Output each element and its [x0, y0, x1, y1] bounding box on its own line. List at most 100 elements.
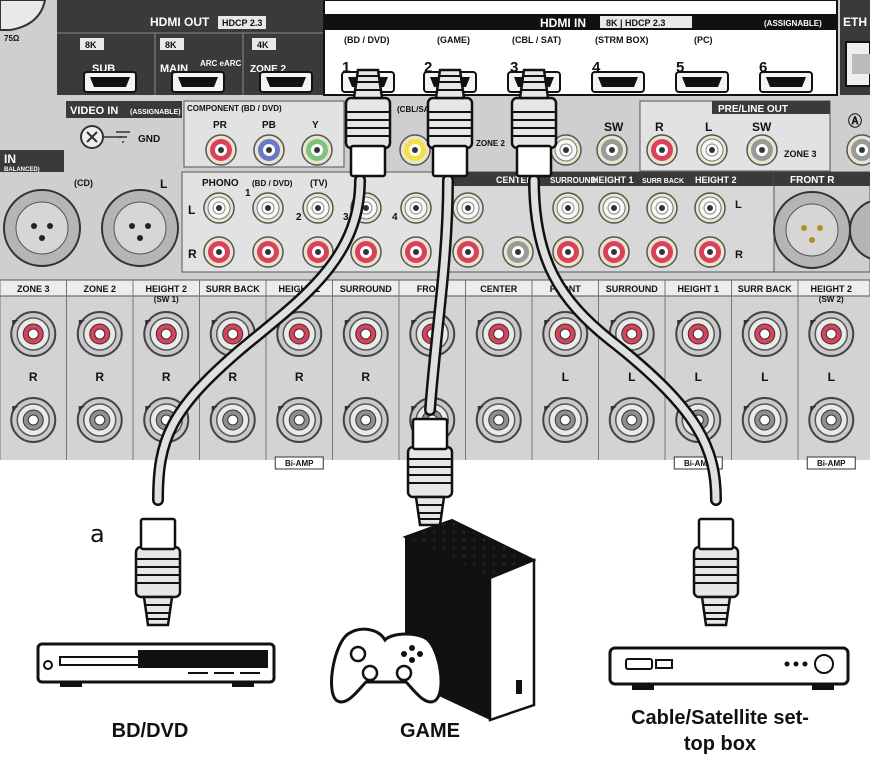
zone2b-label: ZONE 2 — [476, 139, 505, 148]
bd-dvd-player-icon — [38, 644, 274, 687]
analog-in-block: PHONO (BD / DVD) (TV) 1 2 3 4 L R — [182, 172, 444, 272]
analog-1-l-jack[interactable] — [253, 193, 283, 223]
caption-bd-dvd: BD/DVD — [60, 718, 240, 744]
analog-1-r-jack[interactable] — [253, 237, 283, 267]
speaker-terminal-minus-0[interactable] — [11, 398, 55, 442]
pre-fl-jack[interactable] — [453, 193, 483, 223]
composite-jack[interactable] — [400, 135, 430, 165]
in4-name: (STRM BOX) — [595, 35, 649, 45]
video-in-assignable: (ASSIGNABLE) — [130, 109, 181, 116]
cable-marker-a: a — [90, 520, 105, 548]
hdmi-in-5-port[interactable] — [676, 72, 728, 92]
hdmi-out-badge: HDCP 2.3 — [222, 18, 262, 28]
speaker-terminal-plus-2[interactable] — [144, 312, 188, 356]
speaker-terminal-minus-9[interactable] — [610, 398, 654, 442]
hdmi-out-title: HDMI OUT — [150, 15, 210, 29]
analog-2-l-jack[interactable] — [303, 193, 333, 223]
speaker-header-12: HEIGHT 2 — [810, 284, 852, 294]
pre-surrback-label: SURR BACK — [642, 178, 684, 185]
pre-h2r-jack[interactable] — [695, 237, 725, 267]
extra-jack[interactable] — [847, 135, 870, 165]
speaker-side-label-9: L — [628, 370, 635, 384]
speaker-terminal-minus-8[interactable] — [543, 398, 587, 442]
pre-h1r-jack[interactable] — [599, 237, 629, 267]
y-label: Y — [312, 120, 319, 131]
zone3-l-jack[interactable] — [697, 135, 727, 165]
hdmi-in-4-port[interactable] — [592, 72, 644, 92]
pb-label: PB — [262, 120, 276, 131]
speaker-terminal-plus-1[interactable] — [78, 312, 122, 356]
component-pb-jack[interactable] — [254, 135, 284, 165]
speaker-terminal-minus-11[interactable] — [743, 398, 787, 442]
analog-4-label: 4 — [392, 212, 398, 223]
phono-r-jack[interactable] — [204, 237, 234, 267]
biamp-label-4: Bi-AMP — [285, 459, 314, 468]
speaker-terminal-minus-5[interactable] — [344, 398, 388, 442]
in2-name: (GAME) — [437, 35, 470, 45]
speaker-side-label-2: R — [162, 370, 171, 384]
component-title: COMPONENT (BD / DVD) — [187, 104, 282, 113]
hdmi-in-assignable: (ASSIGNABLE) — [764, 19, 822, 28]
sw-label-1: SW — [604, 120, 624, 134]
in1-name: (BD / DVD) — [344, 35, 390, 45]
zone3-sw-jack[interactable] — [747, 135, 777, 165]
speaker-header-9: SURROUND — [606, 284, 659, 294]
speaker-subheader-2: (SW 1) — [154, 295, 179, 304]
speaker-terminal-minus-4[interactable] — [277, 398, 321, 442]
speaker-subheader-12: (SW 2) — [819, 295, 844, 304]
hdmi-in-6-port[interactable] — [760, 72, 812, 92]
speaker-header-5: SURROUND — [340, 284, 393, 294]
speaker-terminal-minus-3[interactable] — [211, 398, 255, 442]
analog-4-r-jack[interactable] — [401, 237, 431, 267]
analog-3-r-jack[interactable] — [351, 237, 381, 267]
speaker-terminal-plus-7[interactable] — [477, 312, 521, 356]
speaker-header-0: ZONE 3 — [17, 284, 50, 294]
pre-out-row: CENTER SURROUND HEIGHT 1 SURR BACK HEIGH… — [444, 172, 870, 272]
speaker-side-label-0: R — [29, 370, 38, 384]
speaker-terminal-plus-0[interactable] — [11, 312, 55, 356]
ohm-label: 75Ω — [4, 34, 20, 43]
analog-2-label: 2 — [296, 212, 302, 223]
speaker-terminal-plus-12[interactable] — [809, 312, 853, 356]
phono-r-label: R — [188, 247, 197, 261]
front-r-label: FRONT R — [790, 175, 835, 186]
main-tag: 8K — [165, 40, 177, 50]
pre-height1-label: HEIGHT 1 — [592, 175, 634, 185]
speaker-header-3: SURR BACK — [206, 284, 261, 294]
hdmi-out-main-port[interactable] — [172, 72, 224, 92]
component-pr-jack[interactable] — [206, 135, 236, 165]
pre-h2l-jack[interactable] — [695, 193, 725, 223]
pre-sbr-jack[interactable] — [647, 237, 677, 267]
speaker-terminal-plus-10[interactable] — [676, 312, 720, 356]
speaker-side-label-12: L — [828, 370, 835, 384]
speaker-side-label-8: L — [562, 370, 569, 384]
pre-sr-jack[interactable] — [553, 237, 583, 267]
pre-sl-jack[interactable] — [553, 193, 583, 223]
caption-game: GAME — [340, 718, 520, 744]
speaker-terminal-plus-5[interactable] — [344, 312, 388, 356]
phono-l-jack[interactable] — [204, 193, 234, 223]
pre-h1l-jack[interactable] — [599, 193, 629, 223]
speaker-terminal-minus-7[interactable] — [477, 398, 521, 442]
balanced-in-sub: BALANCED) — [4, 167, 40, 173]
analog-4-l-jack[interactable] — [401, 193, 431, 223]
hdmi-out-zone2-port[interactable] — [260, 72, 312, 92]
speaker-side-label-11: L — [761, 370, 768, 384]
speaker-terminal-minus-12[interactable] — [809, 398, 853, 442]
hdmi-out-sub-port[interactable] — [84, 72, 136, 92]
analog-1-label: 1 — [245, 188, 251, 199]
speaker-terminal-minus-1[interactable] — [78, 398, 122, 442]
pre-r-label: R — [735, 249, 743, 261]
pre-fr-jack[interactable] — [453, 237, 483, 267]
pre-sbl-jack[interactable] — [647, 193, 677, 223]
zone3-r-jack[interactable] — [647, 135, 677, 165]
speaker-header-11: SURR BACK — [738, 284, 793, 294]
speaker-terminal-plus-11[interactable] — [743, 312, 787, 356]
hdmi-in-badge: 8K | HDCP 2.3 — [606, 18, 665, 28]
component-y-jack[interactable] — [302, 135, 332, 165]
sub-tag: 8K — [85, 40, 97, 50]
pre-out-sw-jack[interactable] — [597, 135, 627, 165]
pre-center-jack[interactable] — [503, 237, 533, 267]
speaker-side-label-3: R — [228, 370, 237, 384]
